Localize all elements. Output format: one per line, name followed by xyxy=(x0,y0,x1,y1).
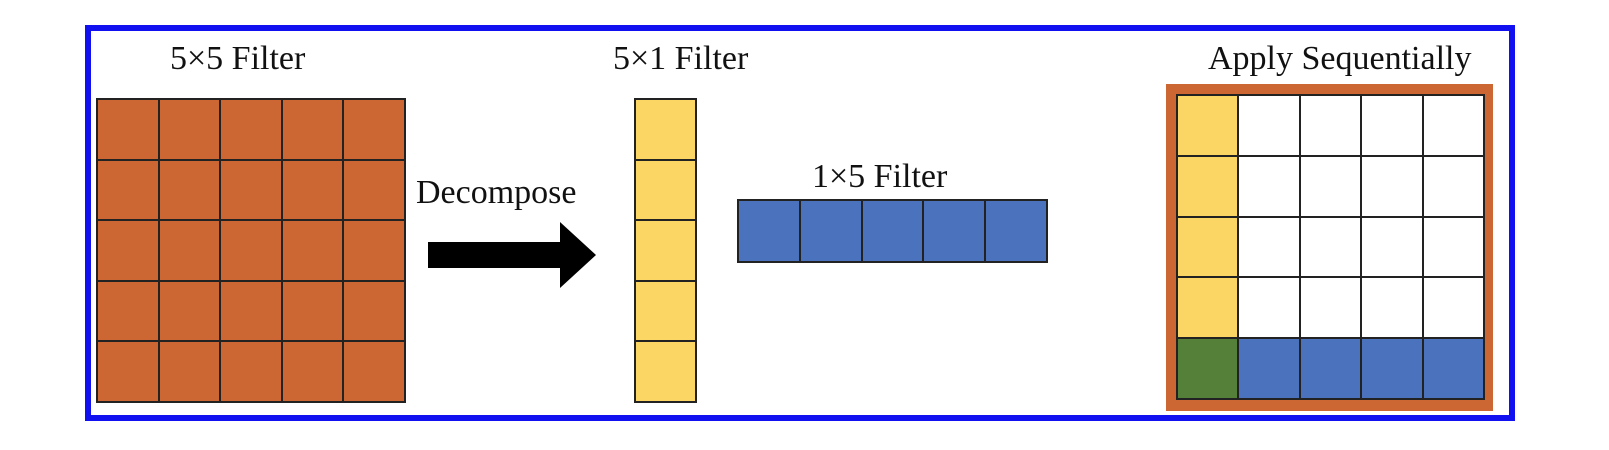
combined-cell xyxy=(1238,277,1300,339)
combined-cell xyxy=(1422,277,1484,339)
filter-5x1-cell xyxy=(635,159,696,221)
combined-cell xyxy=(1177,216,1239,278)
combined-cell xyxy=(1177,95,1239,156)
combined-cell xyxy=(1361,95,1423,156)
filter-5x5-cell xyxy=(343,280,405,342)
filter-5x5-cell xyxy=(97,280,159,342)
filter-5x5-cell xyxy=(97,99,159,160)
combined-cell xyxy=(1299,277,1362,339)
combined-cell xyxy=(1299,216,1362,278)
label-5x5-filter: 5×5 Filter xyxy=(170,40,306,77)
combined-cell xyxy=(1238,95,1300,156)
filter-5x1-cell xyxy=(635,341,696,402)
combined-cell xyxy=(1422,338,1484,399)
combined-cell xyxy=(1299,338,1362,399)
combined-cell xyxy=(1177,338,1239,399)
combined-cell xyxy=(1299,155,1362,217)
combined-cell xyxy=(1361,216,1423,278)
filter-5x1-cell xyxy=(635,99,696,160)
filter-5x5-cell xyxy=(158,99,221,160)
filter-5x5-cell xyxy=(220,280,282,342)
label-5x1-filter: 5×1 Filter xyxy=(613,40,749,77)
filter-5x5-cell xyxy=(343,159,405,221)
combined-cell xyxy=(1361,338,1423,399)
filter-5x5-cell xyxy=(220,341,282,402)
decompose-arrow-icon xyxy=(428,222,596,288)
combined-cell xyxy=(1238,216,1300,278)
filter-5x5-cell xyxy=(158,280,221,342)
label-apply-sequentially: Apply Sequentially xyxy=(1208,40,1472,77)
filter-1x5-cell xyxy=(985,200,1047,262)
filter-5x5-cell xyxy=(97,341,159,402)
filter-1x5-cell xyxy=(923,200,986,262)
combined-cell xyxy=(1422,155,1484,217)
filter-5x5-cell xyxy=(158,159,221,221)
combined-cell xyxy=(1238,338,1300,399)
filter-1x5-cell xyxy=(799,200,862,262)
filter-1x5-cell xyxy=(738,200,800,262)
filter-5x1-cell xyxy=(635,280,696,342)
combined-cell xyxy=(1361,155,1423,217)
filter-5x5-cell xyxy=(220,220,282,281)
filter-1x5-grid xyxy=(737,199,1048,263)
filter-5x5-cell xyxy=(97,159,159,221)
filter-5x5-cell xyxy=(281,280,344,342)
filter-5x5-cell xyxy=(343,220,405,281)
filter-5x5-cell xyxy=(343,99,405,160)
label-1x5-filter: 1×5 Filter xyxy=(812,158,948,195)
filter-5x5-grid xyxy=(96,98,406,403)
filter-5x5-cell xyxy=(281,341,344,402)
filter-5x5-cell xyxy=(158,341,221,402)
label-decompose: Decompose xyxy=(416,174,577,211)
filter-5x5-cell xyxy=(343,341,405,402)
combined-cell xyxy=(1177,155,1239,217)
filter-5x1-cell xyxy=(635,220,696,281)
filter-5x5-cell xyxy=(281,220,344,281)
filter-5x5-cell xyxy=(158,220,221,281)
filter-5x5-cell xyxy=(97,220,159,281)
filter-1x5-cell xyxy=(861,200,924,262)
combined-grid xyxy=(1176,94,1485,400)
combined-cell xyxy=(1299,95,1362,156)
combined-cell xyxy=(1238,155,1300,217)
combined-cell xyxy=(1177,277,1239,339)
filter-5x1-grid xyxy=(634,98,697,403)
filter-5x5-cell xyxy=(281,159,344,221)
combined-cell xyxy=(1422,95,1484,156)
filter-5x5-cell xyxy=(281,99,344,160)
filter-5x5-cell xyxy=(220,159,282,221)
combined-cell xyxy=(1422,216,1484,278)
combined-cell xyxy=(1361,277,1423,339)
filter-5x5-cell xyxy=(220,99,282,160)
